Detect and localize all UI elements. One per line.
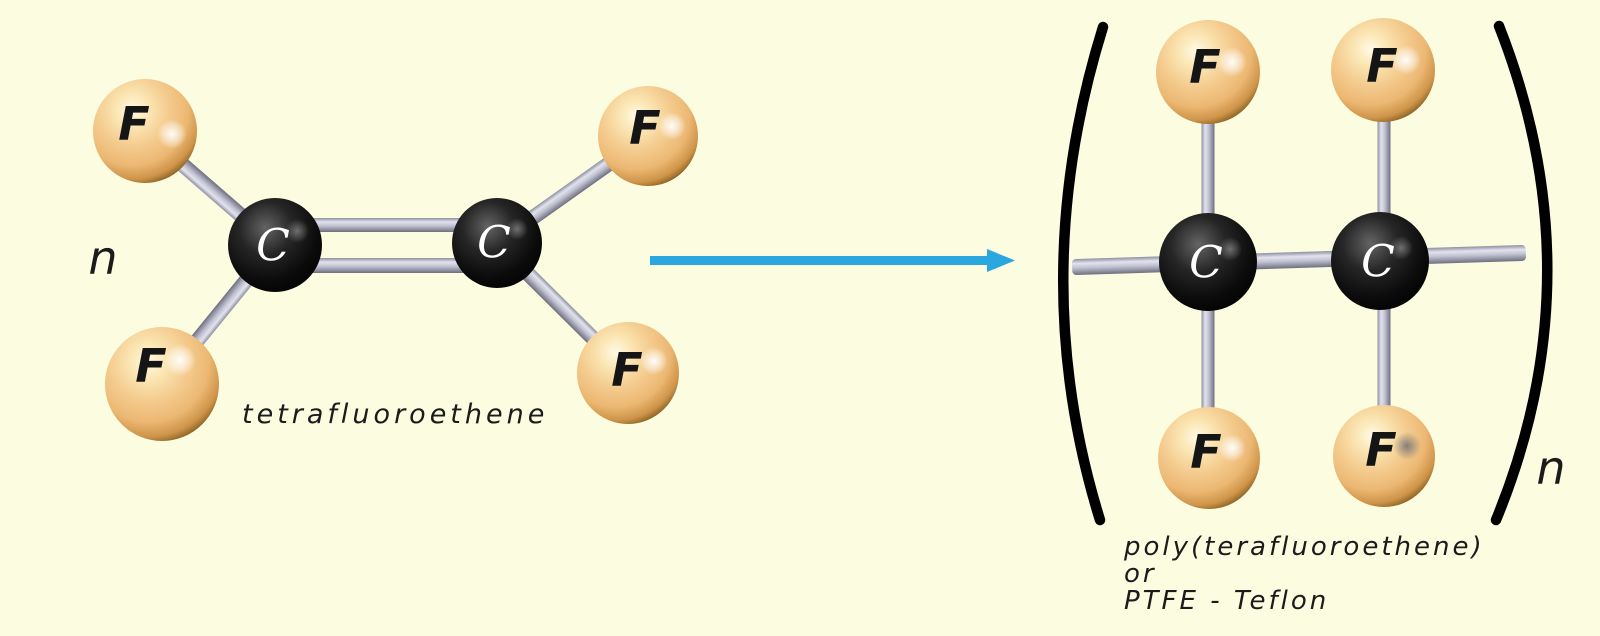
fluorine-atom-label: F (1190, 425, 1221, 479)
sphere-highlight (1389, 236, 1413, 260)
polymer-caption-line3: PTFE - Teflon (1124, 586, 1329, 616)
polymer-repeat-unit: F F F F C C n poly(terafluoroethene) or … (1058, 18, 1566, 616)
fluorine-atom (1156, 20, 1260, 124)
sphere-highlight (157, 119, 187, 149)
polymer-caption-line2: or (1124, 559, 1157, 589)
polymer-caption-line1: poly(terafluoroethene) (1123, 532, 1485, 562)
polymer-bracket-left (1058, 21, 1109, 526)
monomer-molecule: F F F F C C n tetrafluoroethene (88, 79, 698, 441)
fluorine-atom (1333, 405, 1435, 507)
double-bond-lower (270, 258, 500, 273)
fluorine-atom-label: F (1366, 39, 1397, 93)
carbon-atom-label: C (1361, 237, 1395, 288)
arrow-shaft (650, 256, 990, 265)
fluorine-atom (1158, 407, 1260, 509)
sphere-highlight (658, 112, 686, 140)
reaction-arrow-icon (650, 249, 1015, 272)
carbon-atom-label: C (1189, 238, 1223, 289)
carbon-atom (1331, 212, 1429, 310)
fluorine-atom (1331, 18, 1435, 122)
monomer-caption: tetrafluoroethene (242, 399, 548, 430)
sphere-highlight (1218, 237, 1242, 261)
sphere-highlight (1391, 45, 1421, 75)
arrow-head (987, 249, 1015, 272)
fluorine-atom-label: F (118, 97, 149, 151)
monomer-coefficient-n: n (88, 231, 117, 285)
carbon-atom-label: C (256, 221, 290, 272)
fluorine-atom-label: F (135, 339, 166, 393)
polymer-bracket-right (1490, 20, 1553, 526)
sphere-highlight (164, 344, 196, 376)
fluorine-atom-label: F (629, 101, 660, 155)
sphere-highlight (1218, 434, 1246, 462)
fluorine-atom-label: F (611, 343, 642, 397)
fluorine-atom (93, 79, 197, 183)
sphere-highlight (1217, 47, 1247, 77)
double-bond-upper (270, 218, 500, 232)
polymer-subscript-n: n (1536, 441, 1565, 495)
fluorine-atom-label: F (1189, 40, 1220, 94)
fluorine-atom-label: F (1365, 423, 1396, 477)
sphere-highlight (285, 219, 309, 243)
sphere-highlight (1393, 432, 1421, 460)
sphere-highlight (506, 218, 528, 240)
sphere-highlight (640, 347, 668, 375)
carbon-atom-label: C (477, 218, 511, 269)
fluorine-atom (598, 86, 698, 186)
